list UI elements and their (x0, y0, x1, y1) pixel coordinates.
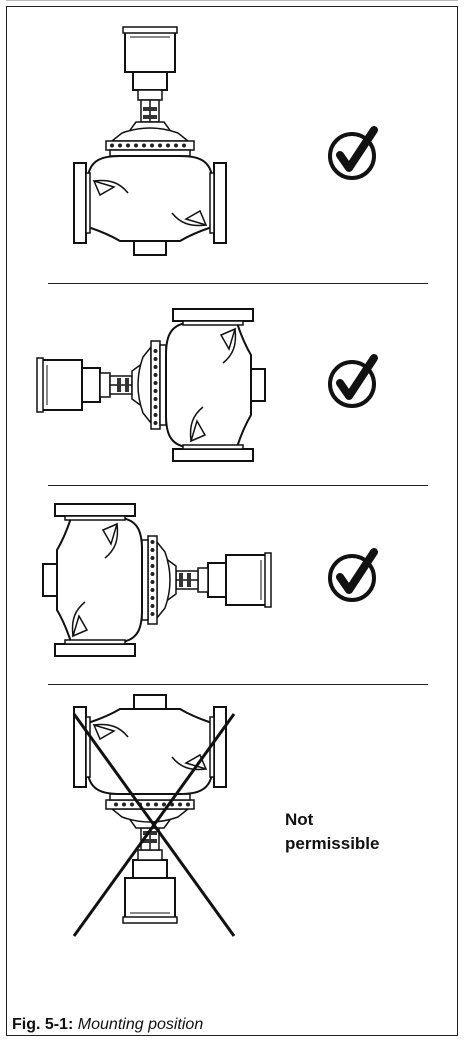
not-permissible-line1: Not (285, 810, 314, 829)
check-icon (322, 126, 382, 186)
valve-drawing-actuator-up (73, 26, 227, 256)
valve-drawing-actuator-left (36, 308, 266, 462)
section-divider (48, 684, 428, 685)
check-icon (322, 354, 382, 414)
not-permissible-line2: permissible (285, 834, 380, 853)
valve-drawing-actuator-right (42, 503, 272, 657)
cross-icon (72, 713, 236, 937)
figure-caption: Fig. 5-1: Mounting position (12, 1016, 203, 1034)
section-divider (48, 485, 428, 486)
figure-number: Fig. 5-1: (12, 1016, 74, 1033)
figure-caption-text: Mounting position (77, 1016, 204, 1033)
section-divider (48, 283, 428, 284)
top-border-line (6, 0, 458, 1)
not-permissible-label: Not permissible (285, 808, 380, 856)
figure-frame (6, 6, 458, 1036)
check-icon (322, 548, 382, 608)
